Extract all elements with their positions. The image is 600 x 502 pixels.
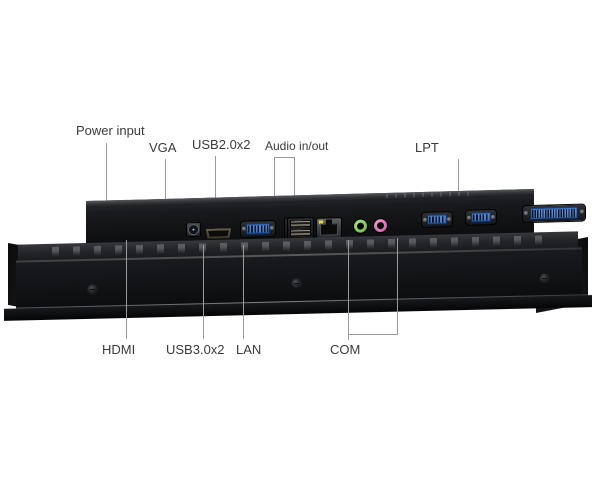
leader-vga [165, 159, 166, 223]
label-vga: VGA [149, 140, 177, 155]
vga-port [241, 220, 275, 237]
chassis-screw-center [292, 279, 301, 288]
leader-lpt [458, 159, 459, 211]
leader-audio-out [274, 157, 275, 216]
chassis-screw-right [540, 274, 549, 283]
com-port-2 [466, 209, 496, 225]
label-usb30: USB3.0x2 [166, 342, 225, 357]
dc-power-jack-port [186, 221, 201, 238]
com-port-1 [422, 212, 452, 227]
chassis-screw-left [88, 285, 97, 294]
leader-hdmi [126, 240, 127, 339]
panel-pc-device [0, 182, 600, 322]
leader-usb20 [215, 156, 216, 213]
label-power-input: Power input [76, 123, 145, 138]
lan-rj45-port [317, 218, 341, 238]
leader-com-bracket [348, 334, 398, 335]
hdmi-port [206, 228, 231, 239]
leader-lan [243, 245, 244, 339]
leader-audio-in [294, 157, 295, 216]
label-com: COM [330, 342, 361, 357]
label-lan: LAN [236, 342, 262, 357]
leader-com-drop [348, 334, 349, 340]
audio-mic-in-jack [374, 218, 387, 233]
lpt-db25-port [523, 204, 585, 223]
label-usb20: USB2.0x2 [192, 137, 251, 152]
label-hdmi: HDMI [102, 342, 136, 357]
leader-com-1 [348, 240, 349, 334]
leader-audio-bracket [274, 157, 295, 158]
leader-com-2 [397, 238, 398, 334]
label-lpt: LPT [415, 140, 439, 155]
leader-power-input [106, 143, 107, 222]
label-audio-in-out: Audio in/out [265, 139, 329, 153]
leader-usb30 [203, 245, 204, 339]
audio-line-out-jack [354, 219, 367, 233]
usb20-port-stack [288, 217, 313, 239]
